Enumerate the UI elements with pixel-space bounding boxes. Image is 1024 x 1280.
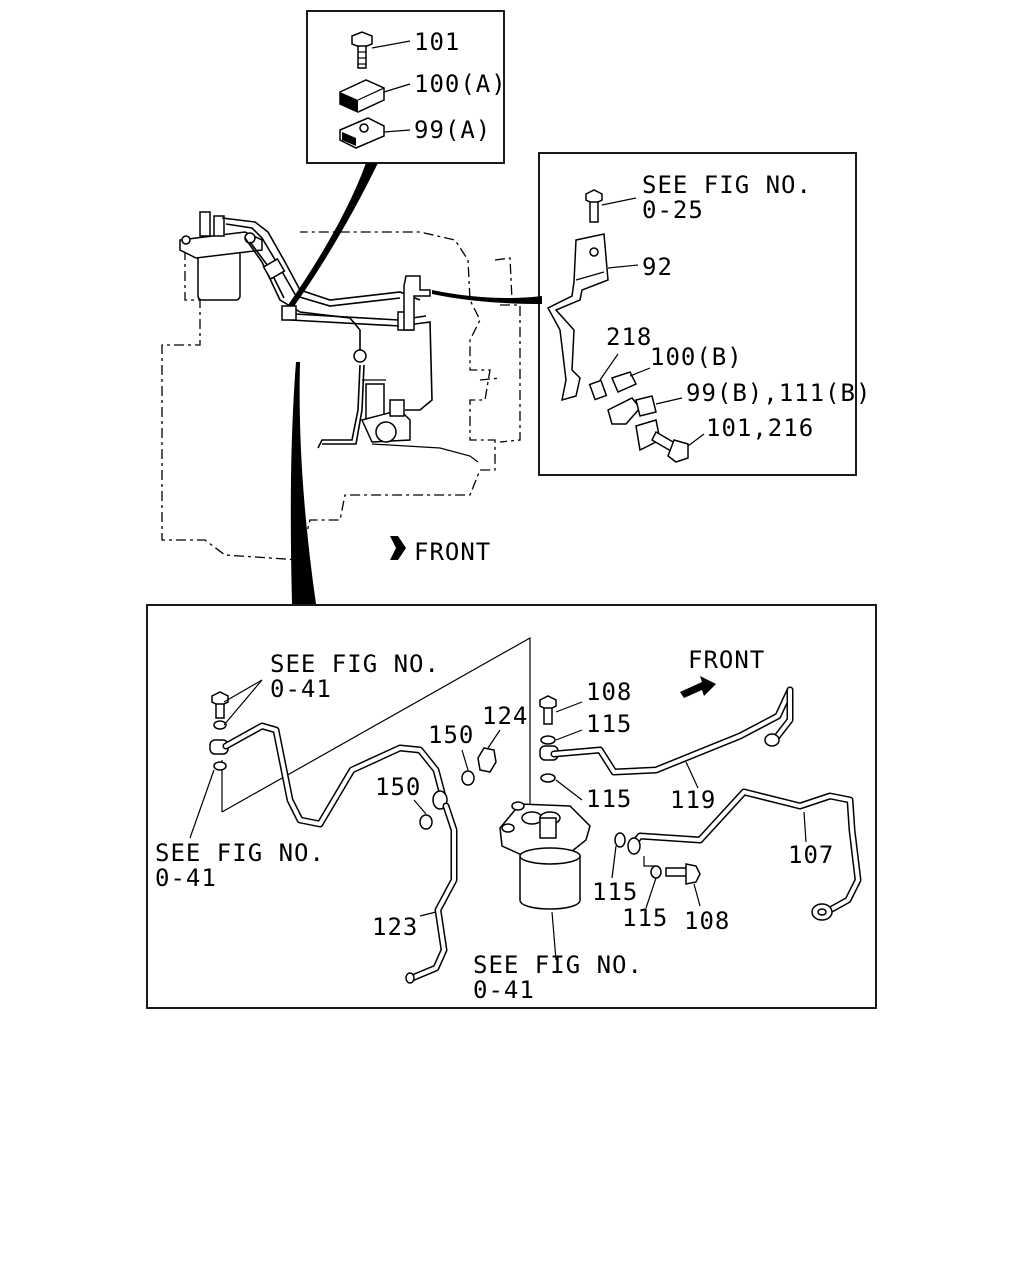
callout-label: 107 [788, 841, 834, 869]
front-arrow-detail-icon [680, 676, 716, 698]
clamp-100a-icon [339, 79, 385, 113]
detail-labels: SEE FIG NO. 0-41 108 124 115 150 150 115… [155, 650, 834, 1004]
callout-wedge-top [286, 163, 378, 312]
callout-label: 101 [414, 28, 460, 56]
fuel-filter-detail-icon [499, 801, 591, 910]
callout-label: 123 [372, 913, 418, 941]
bracket-92-icon [546, 233, 609, 402]
callout-label: 115 [592, 878, 638, 906]
callout-label: 115 [586, 785, 632, 813]
callout-label: SEE FIG NO. [642, 171, 812, 199]
callout-label: 218 [606, 323, 652, 351]
callout-label: SEE FIG NO. [473, 951, 643, 979]
bolt-icon [585, 189, 603, 223]
eye-bolt-108-top-icon [539, 695, 559, 783]
callout-label: 0-25 [642, 196, 704, 224]
inset-bracket-labels: SEE FIG NO. 0-25 92 218 100(B) 99(B),111… [606, 171, 871, 442]
callout-label: 0-41 [270, 675, 332, 703]
callout-label: SEE FIG NO. [270, 650, 440, 678]
callout-label: 0-41 [473, 976, 535, 1004]
callout-label: 99(A) [414, 116, 491, 144]
callout-label: 108 [586, 678, 632, 706]
feed-pump-icon [360, 379, 411, 443]
eye-bolt-108-bottom-icon [665, 863, 701, 885]
callout-label: 100(A) [414, 70, 507, 98]
callout-label: 115 [622, 904, 668, 932]
callout-label: 99(B),111(B) [686, 379, 871, 407]
front-arrow-icon [390, 536, 406, 560]
eye-bolt-left-icon [209, 691, 229, 771]
callout-label: 92 [642, 253, 673, 281]
callout-label: SEE FIG NO. [155, 839, 325, 867]
inset-bracket [538, 152, 857, 476]
bolt-101-icon [351, 31, 373, 69]
callout-label: 108 [684, 907, 730, 935]
fuel-filter-icon [179, 211, 263, 301]
callout-label: 150 [375, 773, 421, 801]
callout-label: 101,216 [706, 414, 814, 442]
inset-clip-parts [306, 10, 505, 164]
callout-wedge-bottom [290, 362, 316, 604]
callout-label: 150 [428, 721, 474, 749]
bolt-101-216-icon [651, 430, 689, 463]
clamp-99a-icon [339, 117, 385, 149]
callout-label: 100(B) [650, 343, 743, 371]
detail-front-label: FRONT [688, 646, 765, 674]
detail-view: FRONT [146, 604, 877, 1009]
callout-label: 119 [670, 786, 716, 814]
front-label: FRONT [414, 538, 491, 566]
callout-label: 124 [482, 702, 528, 730]
engine-overview: FRONT [161, 211, 521, 566]
callout-label: 0-41 [155, 864, 217, 892]
inset-top-labels: 101 100(A) 99(A) [414, 28, 507, 144]
callout-wedge-right [432, 290, 542, 304]
callout-label: 115 [586, 710, 632, 738]
